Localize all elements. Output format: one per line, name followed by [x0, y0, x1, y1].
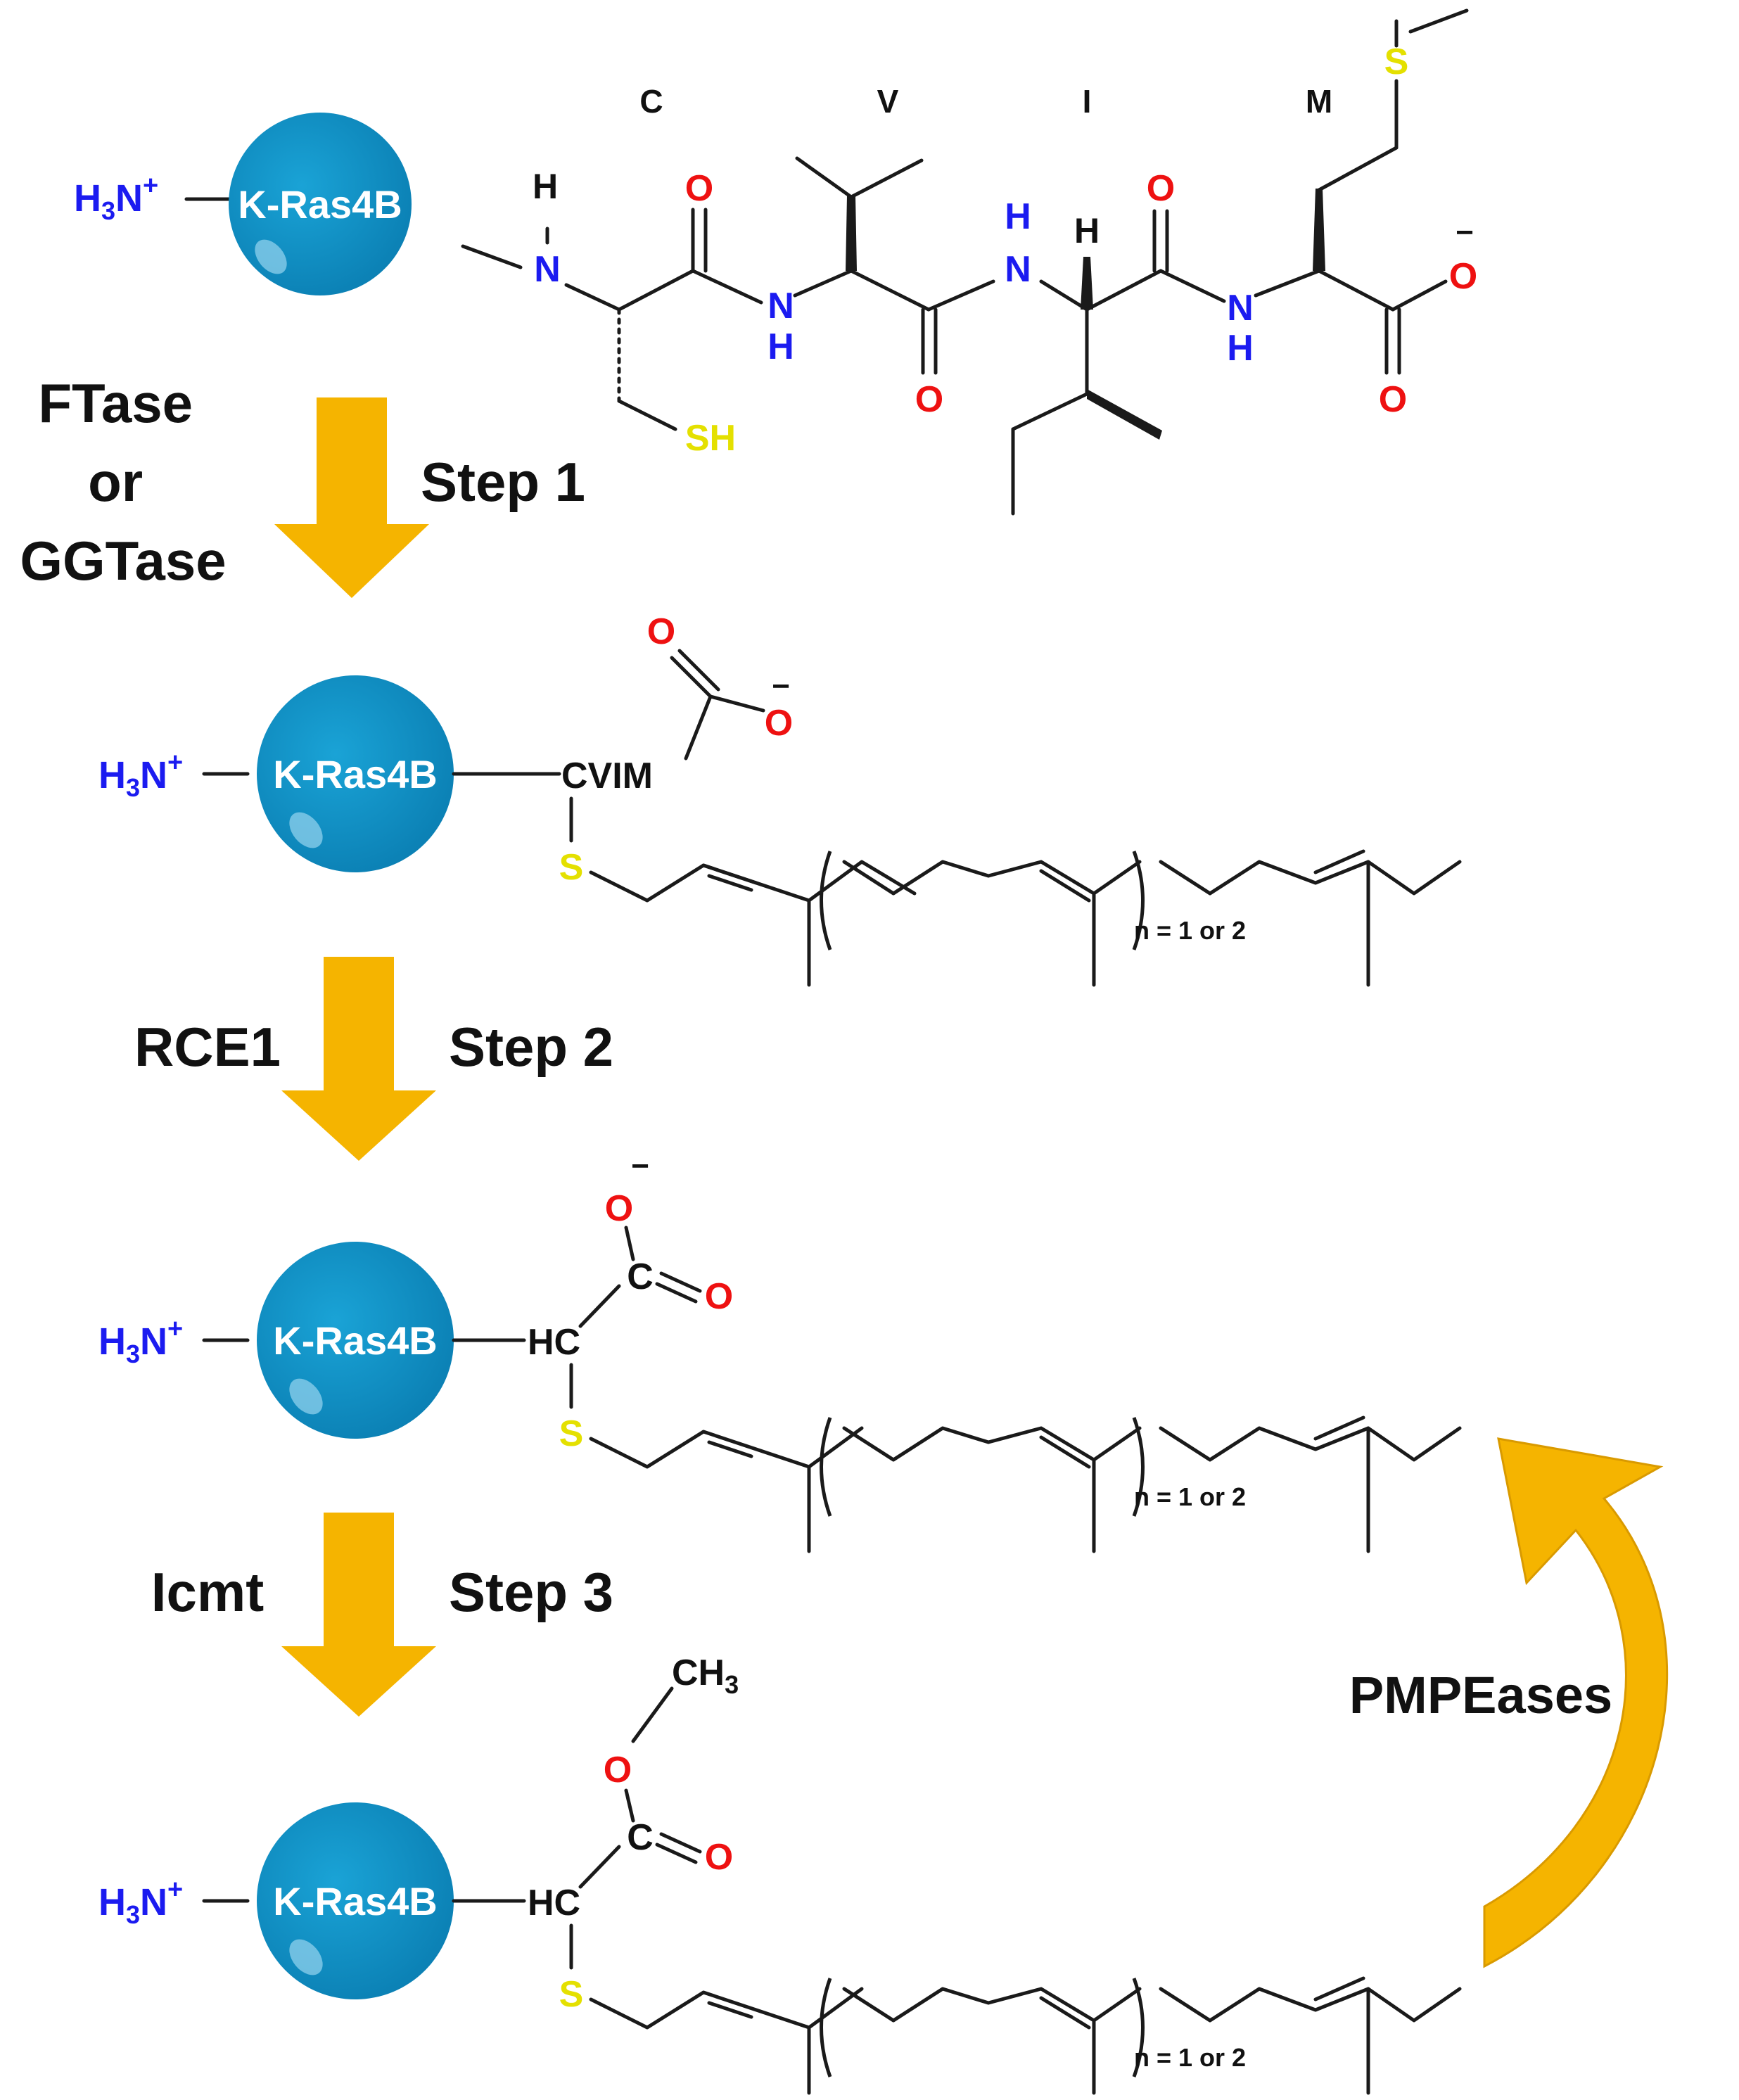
alpha-h-ile: H: [1074, 211, 1100, 250]
carbonyl-o-r4: O: [705, 1837, 733, 1878]
n-terminus-4: H3N+: [98, 1875, 183, 1929]
carbonyl-o-1: O: [685, 168, 713, 209]
n-terminus-3: H3N+: [98, 1314, 183, 1368]
amide-h-3: H: [1005, 196, 1031, 237]
amide-h-2: H: [767, 326, 794, 367]
repeat-label-r2: n = 1 or 2: [1134, 916, 1246, 945]
hc-label-r3: HC: [528, 1322, 580, 1363]
step-3-arrow: [281, 1513, 436, 1717]
step-3-enzyme: Icmt: [151, 1561, 264, 1623]
step-2-enzyme: RCE1: [134, 1016, 281, 1078]
residue-i-label: I: [1083, 83, 1092, 120]
carboxylate-o-2: O: [1379, 379, 1407, 420]
step-2-arrow: [281, 957, 436, 1161]
n-terminus-1: H3N+: [74, 171, 158, 225]
row-1-unmodified-cvim: H3N+ K-Ras4B C V I M: [74, 8, 1477, 516]
pmpeases-label: PMPEases: [1349, 1666, 1612, 1724]
thiol-sh: SH: [685, 418, 736, 459]
row-4-methylated: H3N+ K-Ras4B HC C O CH3 O S: [98, 1653, 739, 2015]
step-3-label: Step 3: [449, 1561, 613, 1623]
carbonyl-o-2: O: [915, 379, 943, 420]
step-1: FTase or GGTase Step 1: [20, 372, 585, 598]
amide-h-4: H: [1227, 328, 1254, 369]
amide-h-1: H: [533, 167, 558, 206]
protein-ball-1: K-Ras4B: [229, 113, 412, 295]
protein-ball-3: K-Ras4B: [257, 1242, 454, 1439]
ester-o-r4: O: [604, 1750, 632, 1790]
residue-c-label: C: [639, 83, 663, 120]
step-1-arrow: [274, 397, 429, 598]
thioether-s-r2: S: [559, 847, 584, 888]
protein-label-1: K-Ras4B: [238, 182, 402, 227]
row-2-prenylated: H3N+ K-Ras4B CVIM O O − S: [98, 611, 793, 888]
n-terminus-2: H3N+: [98, 748, 183, 802]
prenyl-chain-r4: n = 1 or 2: [589, 1976, 1462, 2095]
step-1-label: Step 1: [421, 451, 585, 513]
residue-m-label: M: [1306, 83, 1332, 120]
step-3: Icmt Step 3: [151, 1513, 613, 1717]
prenyl-chain-r2: n = 1 or 2: [589, 849, 1462, 987]
prenyl-chain-r3: n = 1 or 2: [589, 1415, 1462, 1553]
carbonyl-c-r4: C: [627, 1817, 654, 1858]
amide-n-2: N: [767, 286, 794, 326]
methyl-ch3: CH3: [672, 1653, 739, 1699]
amide-n-1: N: [534, 249, 561, 290]
row-3-cleaved: H3N+ K-Ras4B HC C O − O S: [98, 1149, 733, 1454]
protein-ball-2: K-Ras4B: [257, 675, 454, 872]
residue-v-label: V: [877, 83, 899, 120]
carboxyl-o-r2b: O: [765, 703, 793, 744]
step-2-label: Step 2: [449, 1016, 613, 1078]
protein-label-4: K-Ras4B: [273, 1879, 437, 1923]
cvim-peptide-skeleton: [461, 8, 1469, 516]
carboxylate-o-1: O: [1449, 256, 1477, 297]
thioether-s-r3: S: [559, 1413, 584, 1454]
thioether-s-met: S: [1384, 42, 1409, 82]
step-2: RCE1 Step 2: [134, 957, 613, 1161]
hc-label-r4: HC: [528, 1883, 580, 1923]
cvim-label: CVIM: [561, 756, 653, 796]
repeat-label-r4: n = 1 or 2: [1134, 2043, 1246, 2072]
amide-n-4: N: [1227, 288, 1254, 329]
carboxylate-minus-1: −: [1455, 215, 1474, 250]
amide-n-3: N: [1005, 249, 1031, 290]
carboxyl-minus-r3: −: [631, 1149, 649, 1183]
repeat-label-r3: n = 1 or 2: [1134, 1482, 1246, 1511]
carboxyl-o-r3a: O: [605, 1188, 633, 1229]
carboxyl-o-r2a: O: [647, 611, 675, 652]
step-1-enzyme: FTase or GGTase: [20, 372, 226, 592]
carboxyl-minus-r2: −: [772, 669, 790, 704]
carboxyl-o-r3b: O: [705, 1276, 733, 1317]
pmpeases-curved-arrow: [1483, 1437, 1669, 1968]
thioether-s-r4: S: [559, 1974, 584, 2015]
protein-label-3: K-Ras4B: [273, 1318, 437, 1363]
protein-label-2: K-Ras4B: [273, 752, 437, 796]
carbonyl-c-r3: C: [627, 1256, 654, 1297]
carbonyl-o-3: O: [1147, 168, 1175, 209]
protein-ball-4: K-Ras4B: [257, 1802, 454, 1999]
pmpeases-recycle: PMPEases: [1349, 1437, 1669, 1968]
